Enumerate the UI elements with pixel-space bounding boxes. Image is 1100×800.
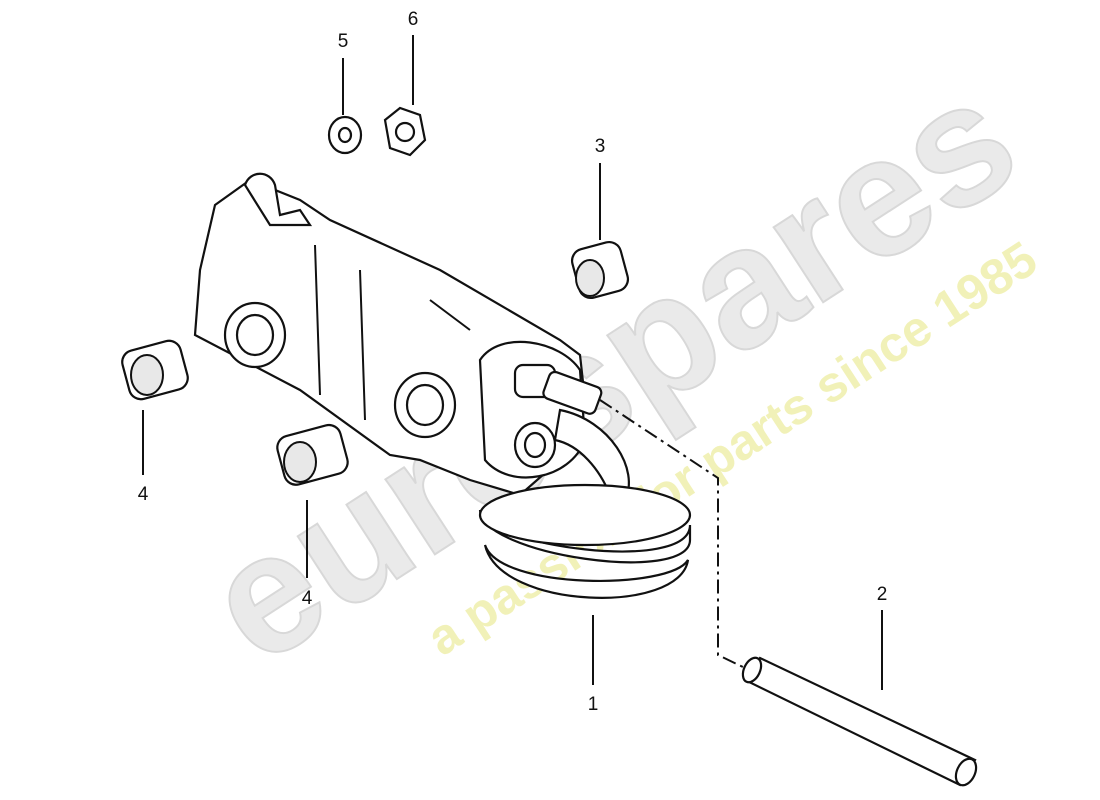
bushing-3[interactable] (569, 239, 630, 300)
callout-3[interactable]: 3 (595, 136, 606, 157)
callout-2[interactable]: 2 (877, 584, 888, 605)
callout-6[interactable]: 6 (408, 9, 419, 30)
drive-shaft-2[interactable] (739, 655, 980, 789)
callout-1[interactable]: 1 (588, 694, 599, 715)
leader-lines (142, 35, 883, 690)
washer-5[interactable] (327, 115, 363, 155)
bushing-4-lower[interactable] (275, 422, 351, 487)
oil-strainer[interactable] (478, 408, 692, 599)
bushing-4-left[interactable] (120, 338, 191, 402)
nut-6[interactable] (383, 106, 427, 157)
callout-5[interactable]: 5 (338, 31, 349, 52)
oil-pump-housing[interactable] (193, 172, 603, 497)
callout-4-lower[interactable]: 4 (302, 588, 313, 609)
callout-4-left[interactable]: 4 (138, 484, 149, 505)
